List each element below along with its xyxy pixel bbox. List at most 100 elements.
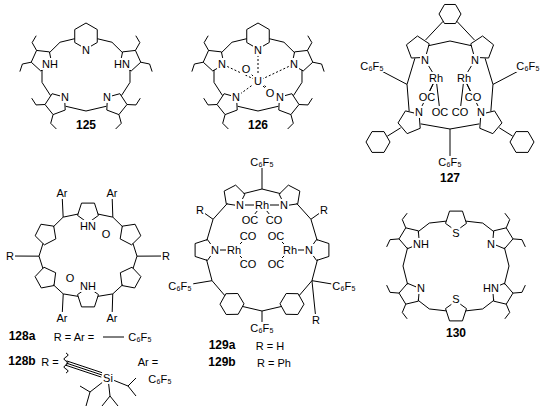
meso-bridge [53, 285, 78, 297]
atom-label: R [319, 204, 329, 216]
atom-label: N [275, 91, 285, 103]
meso-bridge [299, 260, 317, 296]
ring [280, 294, 304, 315]
atom-label: O [65, 272, 76, 284]
atom-label: CO [265, 214, 284, 226]
ethyl-group [387, 239, 399, 247]
ring [35, 267, 56, 288]
bond [65, 365, 101, 377]
ethyl-group [513, 239, 525, 247]
meso-bridge [269, 39, 295, 53]
ethyl-group [204, 98, 217, 105]
ring [366, 132, 390, 153]
atom-label: N [470, 54, 480, 66]
meso-bridge [485, 58, 493, 111]
meso-bridge [243, 306, 282, 311]
atom-label: C₆F₅ [127, 331, 153, 343]
atom-label: N [217, 58, 227, 70]
ring [35, 224, 56, 245]
atom-label: N [210, 244, 220, 256]
meso-bridge [238, 106, 279, 111]
meso-bridge [66, 106, 107, 111]
atom-label: CO [239, 258, 258, 270]
atom-label: C₆F₅ [249, 322, 275, 334]
compound-number: 128a [8, 330, 37, 343]
meso-bridge [418, 221, 446, 232]
meso-bridge [244, 189, 281, 194]
atom-label: OC [418, 91, 437, 103]
atom-label: Rh [428, 72, 444, 84]
atom-label: R = Ar = [53, 331, 95, 343]
ethyl-group [223, 115, 229, 129]
meso-bridge [407, 58, 415, 111]
ring [120, 267, 141, 288]
compound-number: 128b [7, 355, 36, 368]
ring [439, 4, 461, 23]
meso-bridge [403, 248, 408, 285]
bond [110, 396, 118, 406]
bond [426, 21, 444, 40]
atom-label: Ar [56, 187, 69, 199]
atom-label: N [304, 244, 314, 256]
ethyl-group [32, 36, 36, 51]
ethyl-group [51, 115, 57, 129]
meso-bridge [504, 248, 509, 285]
atom-label: O [265, 87, 276, 99]
atom-label: R [5, 250, 15, 262]
atom-label: N [231, 91, 241, 103]
meso-bridge [297, 203, 318, 240]
atom-label: HN [79, 220, 97, 232]
atom-label: Si [102, 372, 114, 384]
atom-label: HN [482, 282, 500, 294]
atom-label: HN [113, 58, 131, 70]
atom-label: U [253, 75, 263, 87]
atom-label: Rh [282, 244, 298, 256]
compound-number: 126 [247, 119, 269, 132]
meso-bridge [421, 124, 480, 129]
ethyl-group [402, 304, 407, 319]
ethyl-group [288, 115, 294, 129]
atom-label: Rh [226, 244, 242, 256]
ethyl-group [204, 36, 208, 51]
meso-bridge [53, 214, 78, 227]
atom-label: C₆F₅ [249, 156, 275, 168]
meso-bridge [49, 39, 75, 53]
atom-label: Ar [106, 312, 119, 324]
compound-number: 127 [439, 172, 461, 185]
compound-number: 129b [207, 356, 236, 369]
ethyl-group [387, 285, 399, 293]
atom-label: R [161, 250, 171, 262]
atom-label: Rh [456, 72, 472, 84]
atom-label: N [289, 58, 299, 70]
compound-number: 130 [445, 327, 467, 340]
atom-label: N [253, 44, 263, 56]
meso-bridge [98, 214, 123, 227]
atom-label: C₆F₅ [437, 156, 463, 168]
bond [66, 363, 102, 375]
ethyl-group [116, 115, 122, 129]
atom-label: N [102, 91, 112, 103]
atom-label: O [241, 63, 252, 75]
atom-label: NH [41, 58, 59, 70]
atom-label: N [235, 199, 245, 211]
meso-bridge [133, 243, 137, 268]
ethyl-group [127, 98, 140, 105]
bond [499, 128, 512, 136]
ethyl-group [192, 62, 203, 71]
atom-label: N [60, 91, 70, 103]
atom-label: Ar [106, 187, 119, 199]
meso-bridge [466, 221, 494, 232]
ethyl-group [307, 36, 311, 51]
compound-number: 125 [75, 119, 97, 132]
ring [120, 224, 141, 245]
atom-label: OC [267, 230, 286, 242]
meso-bridge [418, 300, 446, 311]
meso-bridge [293, 70, 302, 96]
atom-label: N [414, 106, 424, 118]
meso-bridge [121, 70, 130, 96]
atom-label: R [195, 204, 205, 216]
bond [387, 128, 400, 136]
atom-label: C₆F₅ [331, 280, 357, 292]
